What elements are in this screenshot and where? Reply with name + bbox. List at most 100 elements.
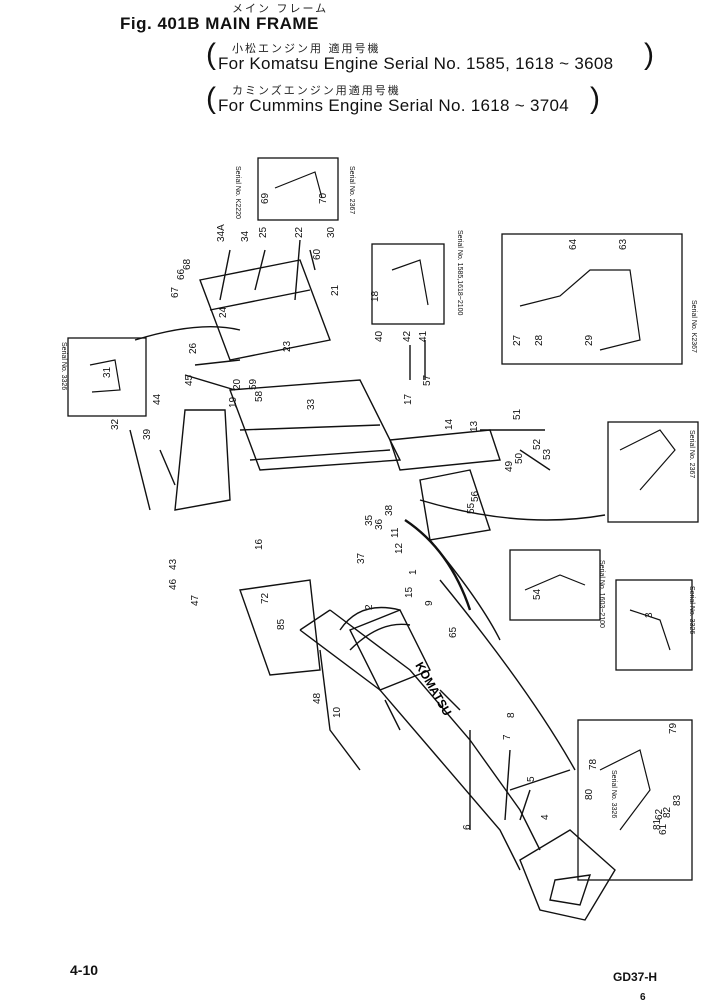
part-number-label: 21 [330,284,341,296]
inset-box-31 [67,337,147,417]
part-number-label: 80 [584,788,595,800]
crossmember [229,379,402,471]
part-number-label: 41 [418,330,429,342]
page-number: 4-10 [70,962,99,978]
part-number-label: 39 [142,428,153,440]
part-number-label: 29 [584,334,595,346]
part-number-label: 4 [540,814,551,820]
part-number-label: 55 [466,502,477,514]
part-number-label: 82 [662,806,673,818]
part-number-label: 85 [276,618,287,630]
inset-box-13 [607,421,699,523]
close-paren: ) [644,38,654,71]
part-number-label: 44 [152,393,163,405]
inset-serial-note: Serial No. 2367 [348,166,355,214]
part-number-label: 63 [618,238,629,250]
inset-box-3 [615,579,693,671]
part-number-label: 83 [672,794,683,806]
step-frame [389,429,501,471]
part-number-label: 16 [254,538,265,550]
part-number-label: 24 [218,306,229,318]
part-number-label: 22 [294,226,305,238]
part-number-label: 19 [228,396,239,408]
komatsu-kana: 小松エンジン用 適用号機 [232,42,381,55]
part-number-label: 27 [512,334,523,346]
part-number-label: 66 [176,268,187,280]
part-number-label: 26 [188,342,199,354]
inset-serial-note: Serial No. 1603~2100 [598,560,605,628]
part-number-label: 49 [504,460,515,472]
part-number-label: 14 [444,418,455,430]
part-number-label: 28 [534,334,545,346]
part-number-label: 60 [312,248,323,260]
part-number-label: 7 [502,734,513,740]
inset-serial-note: Serial No. 3326 [688,586,695,634]
part-number-label: 78 [588,758,599,770]
inset-box-78-83 [577,719,693,881]
part-number-label: 25 [258,226,269,238]
part-number-label: 11 [390,527,401,538]
front-bracket [519,829,616,921]
title-kana: メイン フレーム [232,2,329,15]
callout-line [419,499,606,521]
inset-serial-note: Serial No. 3326 [60,342,67,390]
part-number-label: 81 [652,818,663,830]
part-number-label: 9 [424,600,435,606]
frame-rail [329,609,541,851]
close-paren: ) [590,82,600,115]
part-number-label: 10 [332,706,343,718]
inset-serial-note: Serial No. 1585,1618~2100 [456,230,463,316]
part-number-label: 5 [526,776,537,782]
corner-mark: 6 [640,992,646,1003]
inset-box-54 [509,549,601,621]
part-number-label: 43 [168,558,179,570]
inset-serial-note: Serial No. K2367 [690,300,697,353]
part-number-label: 65 [448,626,459,638]
part-number-label: 33 [306,398,317,410]
inset-box-18 [371,243,445,325]
part-number-label: 69 [260,192,271,204]
komatsu-serial: For Komatsu Engine Serial No. 1585, 1618… [218,54,614,73]
part-number-label: 17 [403,393,414,405]
side-bracket [174,409,231,511]
inset-serial-note: Serial No. 3326 [610,770,617,818]
part-number-label: 6 [462,824,473,830]
inset-box-27-63 [501,233,683,365]
part-number-label: 32 [110,418,121,430]
inset-serial-note: Serial No. 2367 [688,430,695,478]
header: メイン フレーム Fig. 401B MAIN FRAME ( 小松エンジン用 … [0,0,702,130]
part-number-label: 62 [654,808,665,820]
part-number-label: 59 [248,378,259,390]
part-number-label: 58 [254,390,265,402]
cummins-kana: カミンズエンジン用適用号機 [232,84,401,97]
part-number-label: 54 [532,588,543,600]
part-number-label: 18 [370,290,381,302]
part-number-label: 38 [384,504,395,516]
inset-box-69-70 [257,157,339,221]
page-title: Fig. 401B MAIN FRAME [120,14,319,33]
part-number-label: 72 [260,592,271,604]
part-number-label: 30 [326,226,337,238]
part-number-label: 47 [190,594,201,606]
part-number-label: 79 [668,722,679,734]
part-number-label: 57 [422,374,433,386]
part-number-label: 67 [170,286,181,298]
part-number-label: 31 [102,366,113,378]
part-number-label: 35 [364,514,375,526]
part-number-label: 3 [644,612,655,618]
part-number-label: 40 [374,330,385,342]
part-number-label: 64 [568,238,579,250]
part-number-label: 68 [182,258,193,270]
part-number-label: 46 [168,578,179,590]
exploded-parts-diagram: KOMATSU 12345678910111213141516171819202… [60,157,699,921]
part-number-label: 15 [404,586,415,598]
part-number-label: 34A [216,224,227,242]
part-number-label: 45 [184,374,195,386]
part-number-label: 34 [240,230,251,242]
inset-serial-note: Serial No. K2220 [234,166,241,219]
engine-mount [199,259,331,361]
part-number-label: 36 [374,518,385,530]
open-paren: ( [206,82,216,115]
model-code: GD37-H [613,970,658,984]
frame-komatsu-lettering: KOMATSU [412,660,454,719]
